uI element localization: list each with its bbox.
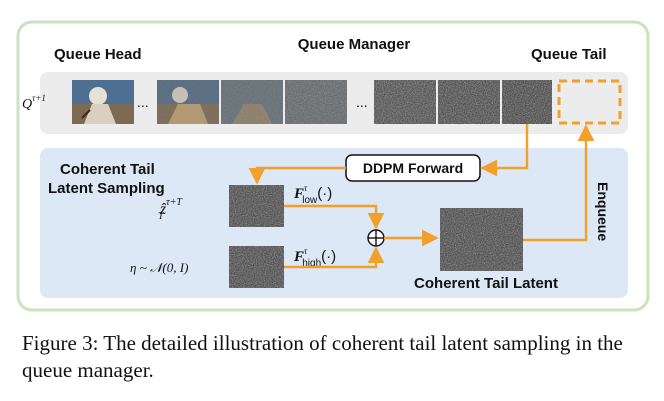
- frame-3: [221, 80, 283, 124]
- arrow-eta-to-oplus: [284, 246, 385, 269]
- queue-ellipsis-1: ...: [137, 94, 149, 110]
- queue-manager-title: Queue Manager: [298, 36, 411, 53]
- queue-tail-label: Queue Tail: [531, 46, 607, 63]
- arrow-zhat-to-oplus: [284, 204, 385, 230]
- arrow-ddpm-to-zhat: [248, 166, 346, 185]
- queue-tail-slot: [557, 79, 622, 125]
- frame-6: [438, 80, 500, 124]
- arrows: [248, 124, 595, 269]
- frame-2: [157, 80, 219, 124]
- frame-4: [285, 80, 347, 124]
- figure-caption: Figure 3: The detailed illustration of c…: [22, 331, 623, 382]
- latent-z-hat: [229, 185, 284, 227]
- eta-label: η ~ 𝒩(0, I): [130, 260, 188, 275]
- latent-eta: [229, 246, 284, 288]
- queue-symbol: Qτ+1: [22, 93, 46, 112]
- sampling-title-line1: Coherent Tail: [60, 161, 155, 178]
- queue-head-label: Queue Head: [54, 46, 142, 63]
- arrow-latent-to-tail: [523, 124, 595, 242]
- coherent-tail-latent-image: [440, 208, 523, 271]
- frame-5: [374, 80, 436, 124]
- coherent-tail-latent-label: Coherent Tail Latent: [414, 275, 558, 292]
- sampling-title-line2: Latent Sampling: [48, 180, 165, 197]
- queue-ellipsis-2: ...: [356, 94, 368, 110]
- frame-7: [502, 80, 552, 124]
- ddpm-forward-label: DDPM Forward: [363, 160, 463, 176]
- arrow-frame-to-ddpm: [480, 124, 529, 177]
- enqueue-label: Enqueue: [595, 182, 611, 241]
- frame-1: [72, 80, 134, 124]
